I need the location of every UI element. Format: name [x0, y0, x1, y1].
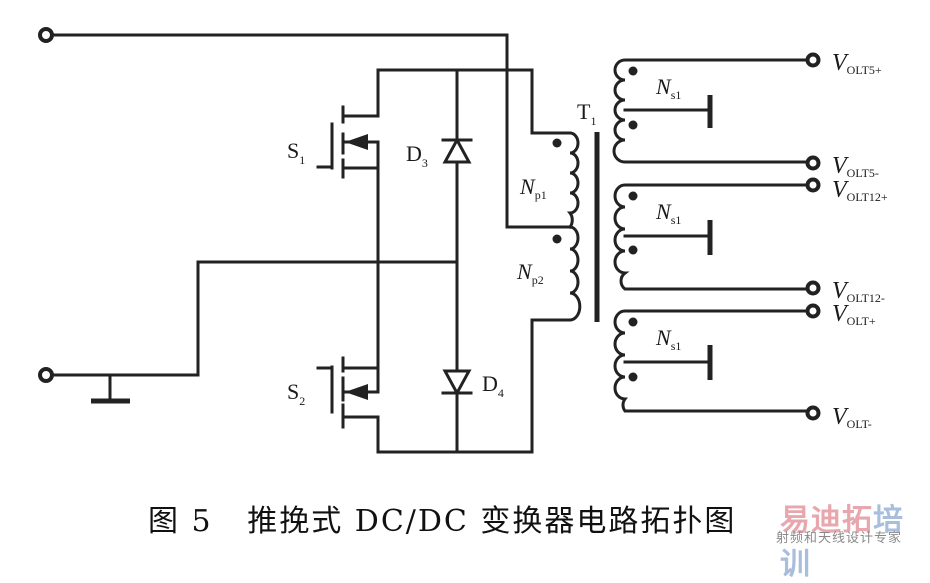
watermark-tagline: 射频和天线设计专家: [776, 531, 903, 546]
output-terminal: [805, 155, 821, 171]
primary-winding-np2-icon: [568, 225, 582, 322]
input-terminal-positive: [38, 27, 54, 43]
polarity-dot-icon: [628, 245, 638, 255]
label-output-olt5-plus: VOLT5+: [832, 50, 882, 77]
output-terminal: [805, 177, 821, 193]
diode-d4-icon: [441, 369, 473, 397]
polarity-dot-icon: [628, 372, 638, 382]
input-rail-positive: [50, 33, 572, 229]
s2-drain-wire: [343, 260, 380, 370]
figure-number: 图 5: [148, 504, 213, 539]
output-terminal: [805, 52, 821, 68]
secondary-winding-3-icon: [613, 309, 817, 413]
label-d4: D4: [482, 371, 504, 400]
polarity-dot-np2-icon: [552, 234, 562, 244]
s1-drain-wire: [343, 68, 380, 118]
secondary-winding-2-icon: [613, 183, 817, 291]
label-output-olt-plus: VOLT+: [832, 301, 876, 328]
label-ns1: Ns1: [655, 199, 681, 227]
label-output-olt-minus: VOLT-: [832, 404, 872, 431]
label-s1: S1: [287, 138, 305, 167]
polarity-dot-icon: [628, 66, 638, 76]
wire-s2-to-np2: [376, 318, 572, 454]
input-rail-negative: [50, 260, 459, 377]
figure-title: 推挽式 DC/DC 变换器电路拓扑图: [247, 504, 737, 539]
input-terminal-negative: [38, 367, 54, 383]
label-output-olt12-plus: VOLT12+: [832, 177, 888, 204]
label-s2: S2: [287, 379, 305, 408]
output-terminal: [805, 405, 821, 421]
wire-s1-to-np1: [376, 68, 572, 135]
polarity-dot-icon: [628, 317, 638, 327]
mosfet-s1-icon: [316, 105, 380, 179]
label-t1: T1: [577, 99, 596, 128]
label-ns1: Ns1: [655, 325, 681, 353]
label-output-olt12-minus: VOLT12-: [832, 278, 885, 305]
secondary-winding-1-icon: [612, 58, 817, 164]
polarity-dot-np1-icon: [552, 138, 562, 148]
diode-d3-icon: [441, 136, 473, 164]
label-ns1: Ns1: [655, 74, 681, 102]
watermark-brand-red: 易迪拓: [780, 503, 873, 538]
circuit-diagram: S1 S2 D3 D4 T1 Np1 Np2 Ns1 Ns1 Ns1 VOLT5…: [38, 27, 888, 454]
label-output-olt5-minus: VOLT5-: [832, 153, 879, 180]
label-np2: Np2: [516, 259, 544, 287]
mosfet-s2-icon: [316, 356, 380, 454]
primary-winding-np1-icon: [566, 131, 580, 230]
polarity-dot-icon: [628, 120, 638, 130]
output-terminal: [805, 280, 821, 296]
polarity-dot-icon: [628, 191, 638, 201]
output-terminal: [805, 303, 821, 319]
label-d3: D3: [406, 141, 428, 170]
figure-caption: 图 5 推挽式 DC/DC 变换器电路拓扑图: [148, 496, 736, 540]
label-np1: Np1: [519, 174, 547, 202]
